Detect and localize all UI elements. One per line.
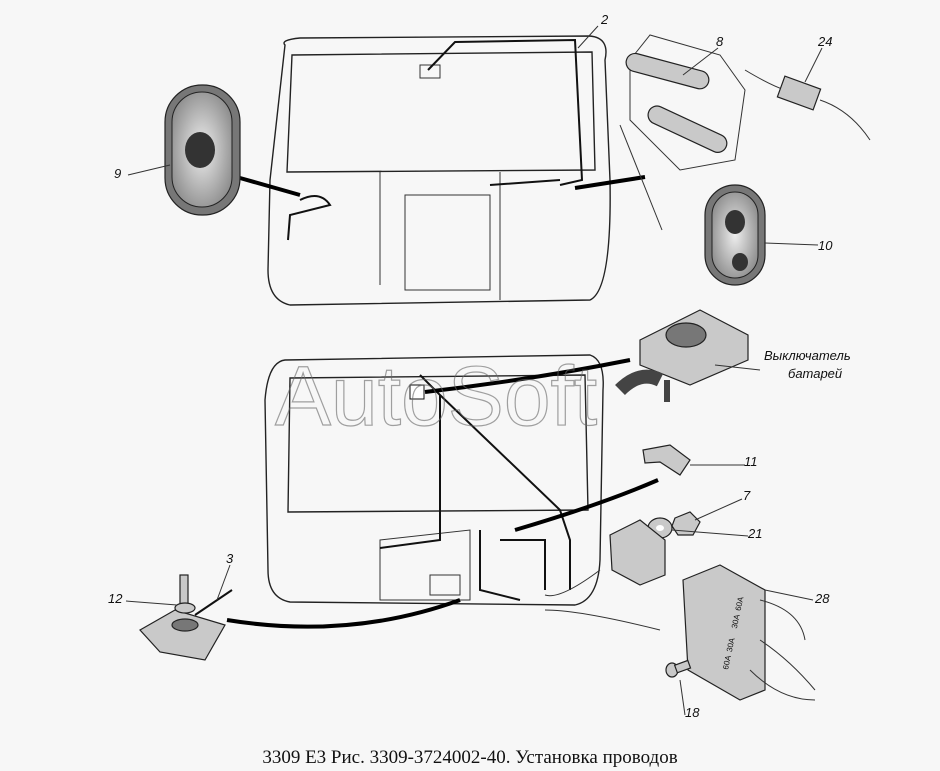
fuse-label: 30A [730,613,742,629]
callout-18: 18 [685,705,700,720]
grommet-9 [164,84,241,216]
mount-bracket [609,519,666,586]
fuse-label: 30A [725,636,737,652]
callout-24: 24 [817,34,832,49]
callout-9: 9 [114,166,121,181]
fuse-label: 60A [734,595,746,611]
callout-arrows [226,124,663,631]
callout-7: 7 [743,488,751,503]
callout-8: 8 [716,34,724,49]
leader-lines [125,25,823,716]
fuse-label: 60A [721,654,733,670]
battery-switch [615,309,749,402]
callout-12: 12 [108,591,123,606]
callout-11: 11 [744,454,758,469]
connector-icon [409,384,425,400]
screw-18 [665,659,692,678]
fuse-block-28: 60A 30A 30A 60A [682,564,816,701]
callout-21: 21 [747,526,762,541]
figure-caption: 3309 E3 Рис. 3309-3724002-40. Установка … [262,747,677,768]
clamp-8 [625,34,746,171]
connector-24 [744,69,871,141]
callout-battery-switch-2: батарей [788,366,842,381]
cab-top-view [267,35,611,306]
grommet-10 [704,184,766,286]
ground-connection [139,574,233,661]
callout-10: 10 [818,238,833,253]
watermark: AutoSoft [275,349,597,443]
callout-2: 2 [600,12,609,27]
bracket-11 [642,444,691,476]
callout-labels: 2 8 24 9 10 Выключатель батарей 11 7 21 … [108,12,851,720]
callout-battery-switch: Выключатель [764,348,851,363]
cab-bottom-view [264,354,604,606]
callout-3: 3 [226,551,234,566]
callout-28: 28 [814,591,830,606]
